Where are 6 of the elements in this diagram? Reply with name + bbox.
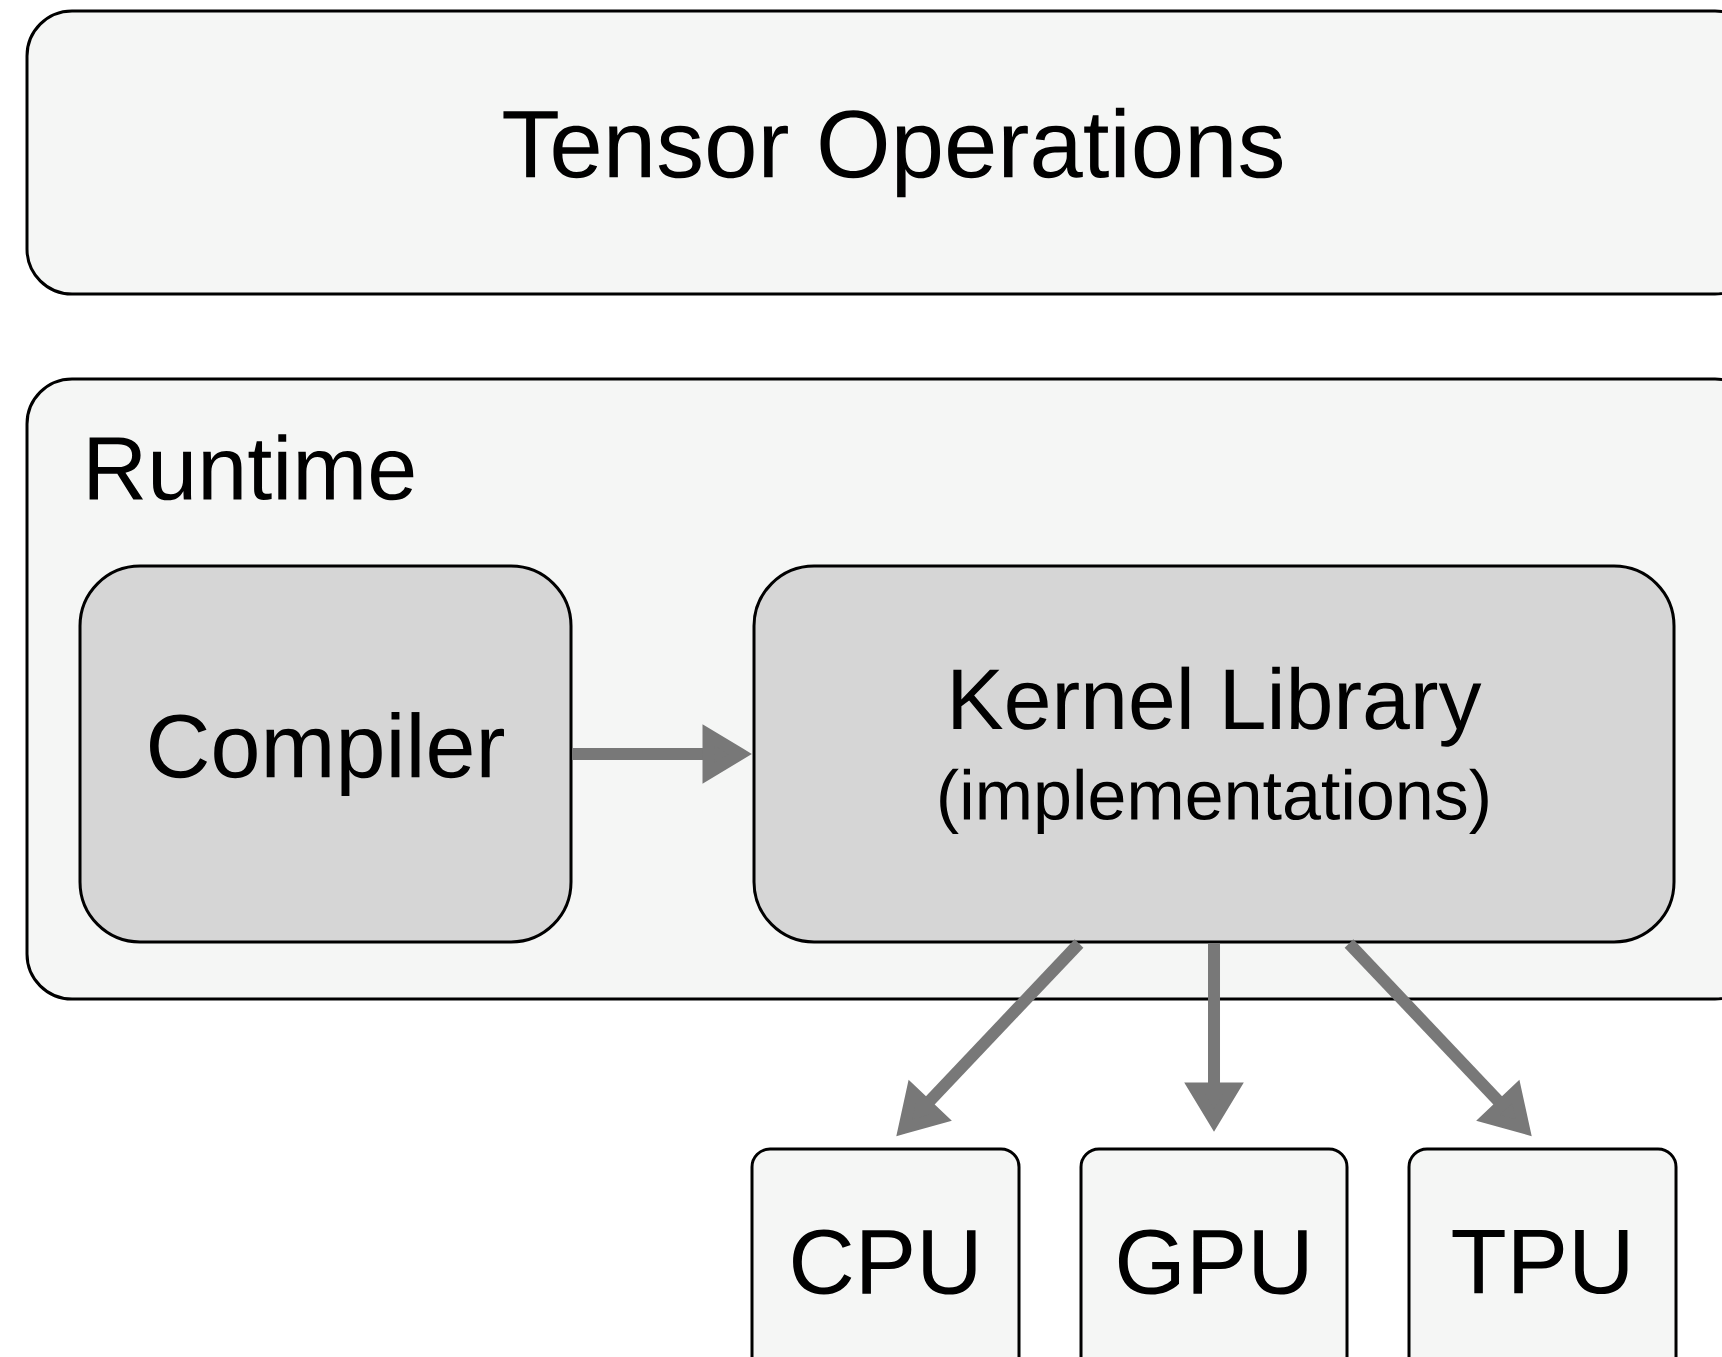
process-box: Compiler — [78, 564, 573, 944]
process-box: GPU — [1079, 1147, 1349, 1357]
process-box: TPU — [1407, 1147, 1678, 1357]
process-box: Tensor Operations — [25, 9, 1722, 296]
process-box: Kernel Library (implementations) — [752, 564, 1676, 944]
process-box: CPU — [750, 1147, 1021, 1357]
